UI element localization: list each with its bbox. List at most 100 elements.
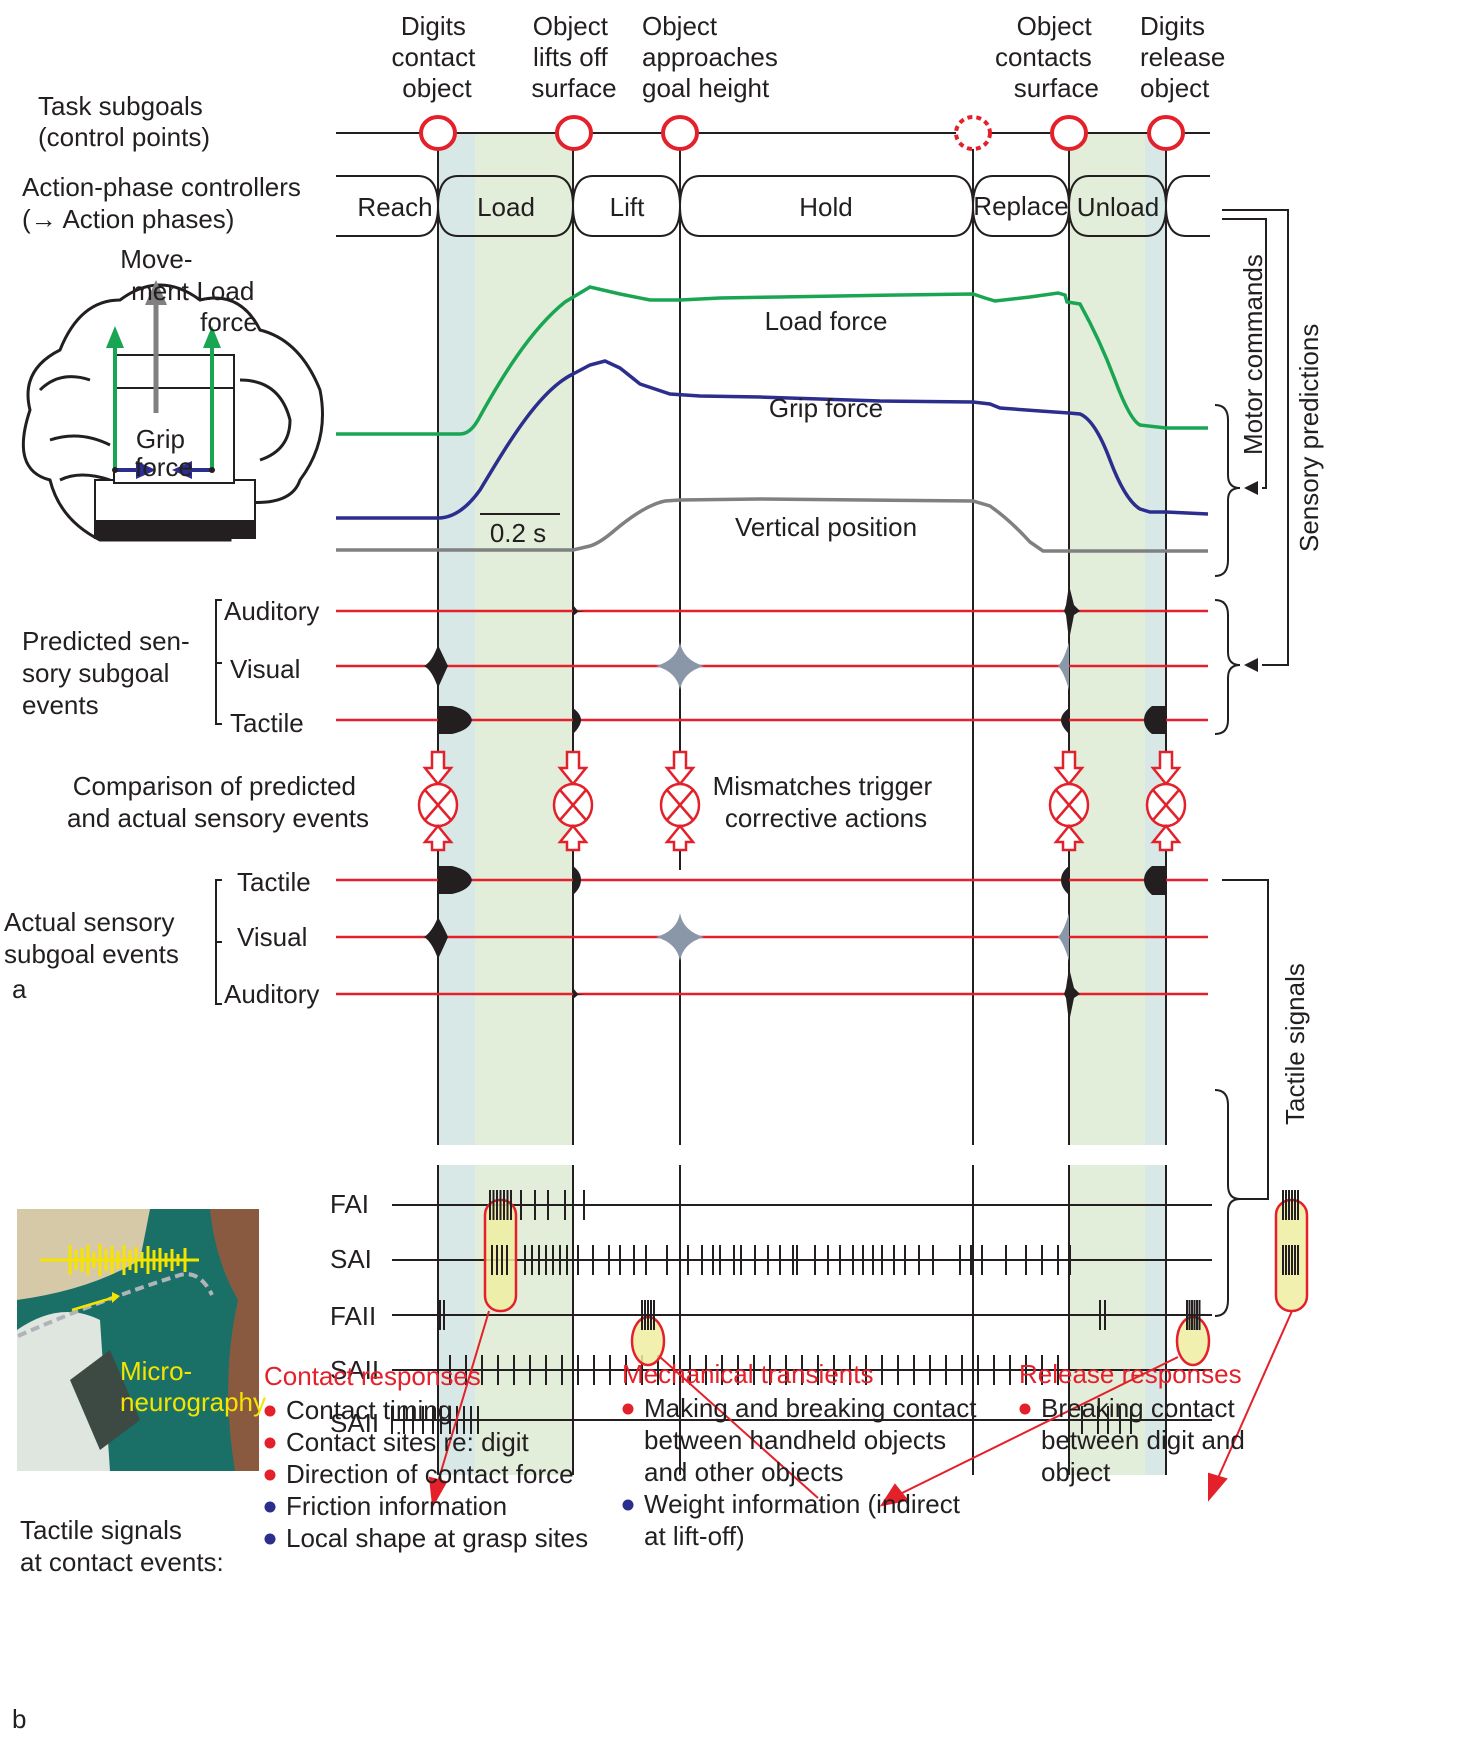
yellow-arrow-icon bbox=[71, 1296, 113, 1312]
mismatch-label: Mismatches trigger corrective actions bbox=[713, 771, 940, 833]
subgoal-label-object-contacts-surface: Object contacts surface bbox=[995, 11, 1099, 103]
red-bullet-icon bbox=[264, 1437, 276, 1449]
movement-label: Move- ment bbox=[120, 244, 199, 306]
afferent-label-saii-2: SAII bbox=[330, 1408, 379, 1438]
scale-bar-label: 0.2 s bbox=[490, 518, 546, 548]
blue-bullet-icon bbox=[264, 1501, 276, 1513]
predicted-tactile-burst-contact bbox=[438, 706, 472, 734]
up-arrow-icon bbox=[1053, 824, 1085, 852]
category-item-text: and other objects bbox=[644, 1457, 843, 1487]
actual-visual-event-goal bbox=[656, 913, 704, 961]
actual-auditory-event-liftoff bbox=[573, 988, 585, 999]
red-bullet-icon bbox=[622, 1403, 634, 1415]
up-arrow-icon bbox=[1150, 824, 1182, 852]
predicted-channel-auditory: Auditory bbox=[224, 596, 319, 626]
subgoal-label-approaches-goal: Object approaches goal height bbox=[642, 11, 785, 103]
afferent-label-faii: FAII bbox=[330, 1301, 376, 1331]
category-title: Contact responses bbox=[264, 1361, 481, 1391]
arrow-to-release-responses-icon bbox=[1208, 1472, 1228, 1502]
response-highlights bbox=[483, 1198, 1309, 1367]
comparator-symbol bbox=[1048, 750, 1090, 852]
category-item-text: Making and breaking contact bbox=[644, 1393, 977, 1423]
actual-tactile-burst-release bbox=[1144, 866, 1166, 895]
phase-load: Load bbox=[477, 192, 535, 222]
phase-replace: Replace bbox=[973, 191, 1068, 221]
nerve-recording-trace bbox=[40, 1244, 199, 1276]
up-arrow-icon bbox=[557, 824, 589, 852]
actual-auditory-event-surface bbox=[1064, 968, 1080, 1022]
up-arrow-icon bbox=[664, 824, 696, 852]
tactile-at-contact-label: Tactile signals at contact events: bbox=[20, 1515, 224, 1577]
category-title: Release responses bbox=[1019, 1359, 1242, 1389]
sensory-event-glyphs bbox=[424, 585, 1166, 1022]
grip-force-label: Grip force bbox=[135, 424, 193, 482]
visual-event-glyphs-gray bbox=[656, 642, 1069, 961]
category-item-text: Direction of contact force bbox=[286, 1459, 574, 1489]
subgoal-label-object-lifts-off: Object lifts off surface bbox=[531, 11, 616, 103]
afferent-label-saii-1: SAII bbox=[330, 1355, 379, 1385]
red-bullet-icon bbox=[264, 1469, 276, 1481]
load-force-trace-label: Load force bbox=[765, 306, 888, 336]
predicted-tactile-burst-release bbox=[1144, 706, 1166, 734]
actual-visual-event-contact bbox=[424, 917, 448, 959]
predicted-channel-tactile: Tactile bbox=[230, 708, 304, 738]
actual-channel-tactile: Tactile bbox=[237, 867, 311, 897]
comparator-symbol bbox=[417, 750, 459, 852]
predicted-auditory-event-surface bbox=[1064, 585, 1080, 640]
sensory-predictions-label: Sensory predictions bbox=[1294, 324, 1324, 552]
phase-unload: Unload bbox=[1077, 192, 1159, 222]
action-phase-boxes bbox=[336, 175, 1210, 237]
load-force-label: Load force bbox=[196, 276, 261, 337]
control-point-lift-off bbox=[555, 115, 593, 151]
microneurography-label: Micro- neurography bbox=[120, 1356, 266, 1417]
subgoal-event-labels: Digits contact object Object lifts off s… bbox=[391, 11, 1225, 103]
vertical-position-trace-label: Vertical position bbox=[735, 512, 917, 542]
arrow-to-contact-responses-icon bbox=[428, 1476, 448, 1509]
motor-commands-arrow-icon bbox=[1244, 481, 1258, 495]
control-point-goal-height bbox=[661, 115, 699, 151]
vertical-position-trace bbox=[336, 497, 1208, 553]
load-force-trace bbox=[336, 285, 1208, 436]
comparison-label: Comparison of predicted and actual senso… bbox=[67, 771, 369, 833]
control-point-hold-end bbox=[954, 115, 992, 151]
control-points bbox=[419, 115, 1185, 151]
category-item-text: object bbox=[1041, 1457, 1111, 1487]
actual-tactile-burst-surface bbox=[1061, 866, 1069, 895]
control-point-release bbox=[1147, 115, 1185, 151]
tactile-signals-label: Tactile signals bbox=[1280, 963, 1310, 1125]
phase-hold: Hold bbox=[799, 192, 852, 222]
sensory-predictions-arrow-icon bbox=[1244, 658, 1258, 672]
comparators bbox=[417, 750, 1187, 852]
comparator-symbol bbox=[659, 750, 701, 852]
actual-channel-visual: Visual bbox=[237, 922, 307, 952]
panel-a-label: a bbox=[12, 974, 27, 1004]
microneurography-photo bbox=[17, 1209, 259, 1471]
actual-visual-event-surface bbox=[1058, 913, 1069, 961]
actual-events-label: Actual sensory subgoal events bbox=[4, 907, 182, 969]
afferent-label-sai: SAI bbox=[330, 1244, 372, 1274]
pointer-arrows bbox=[428, 1310, 1293, 1509]
highlight-spikes bbox=[489, 1190, 1299, 1330]
category-item-text: at lift-off) bbox=[644, 1521, 745, 1551]
grip-force-trace-label: Grip force bbox=[769, 393, 883, 423]
action-controllers-label: Action-phase controllers (→ Action phase… bbox=[22, 172, 308, 234]
category-item-text: between digit and bbox=[1041, 1425, 1245, 1455]
control-point-digits-contact bbox=[419, 115, 457, 151]
predicted-channel-visual: Visual bbox=[230, 654, 300, 684]
afferent-label-fai: FAI bbox=[330, 1189, 369, 1219]
blue-bullet-icon bbox=[622, 1499, 634, 1511]
comparator-symbol bbox=[552, 750, 594, 852]
up-arrow-icon bbox=[422, 824, 454, 852]
grip-force-trace bbox=[336, 359, 1209, 520]
category-title: Mechanical transients bbox=[622, 1359, 873, 1389]
comparator-symbol bbox=[1145, 750, 1187, 852]
predicted-visual-event-surface bbox=[1058, 642, 1069, 690]
category-item-text: between handheld objects bbox=[644, 1425, 946, 1455]
category-item-text: Contact timing bbox=[286, 1395, 452, 1425]
control-point-contacts-surface bbox=[1050, 115, 1088, 151]
task-subgoals-label: Task subgoals (control points) bbox=[38, 91, 210, 152]
down-arrow-icon bbox=[664, 750, 696, 786]
predicted-channel-bracket bbox=[215, 599, 222, 725]
